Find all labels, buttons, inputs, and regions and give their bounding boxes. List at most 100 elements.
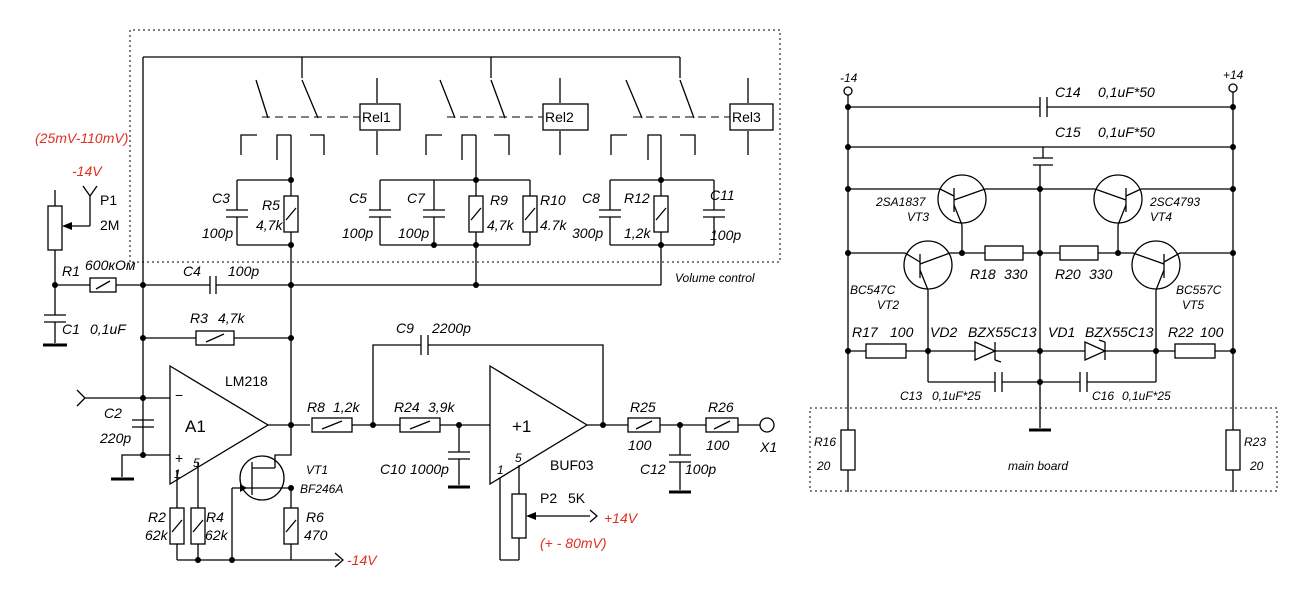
vt2-label: VT2 bbox=[877, 298, 899, 312]
relay-2-label: Rel2 bbox=[545, 109, 574, 125]
r9-value: 4,7k bbox=[487, 217, 514, 233]
a1-inverting: − bbox=[175, 387, 183, 403]
r12-value: 1,2k bbox=[624, 225, 651, 241]
r18-label: R18 bbox=[970, 266, 996, 282]
vt2-type: BC547C bbox=[850, 283, 896, 297]
c2-label: C2 bbox=[104, 405, 122, 421]
r23-label: R23 bbox=[1244, 435, 1266, 449]
a1-label: A1 bbox=[185, 417, 206, 436]
r2-value: 62k bbox=[145, 527, 169, 543]
feedback-network: C4 100p R3 4,7k bbox=[140, 57, 661, 455]
c1-label: C1 bbox=[62, 321, 80, 337]
r16-label: R16 bbox=[814, 435, 836, 449]
relay-1-label: Rel1 bbox=[362, 109, 391, 125]
power-supply-schematic: -14 +14 C14 0,1uF*50 C15 0,1uF*50 bbox=[809, 68, 1278, 492]
c12-value: 100p bbox=[685, 461, 716, 477]
c13-label: C13 bbox=[900, 389, 922, 403]
r5-value: 4,7k bbox=[256, 217, 283, 233]
c1-value: 0,1uF bbox=[90, 321, 127, 337]
c7-label: C7 bbox=[407, 190, 426, 206]
r6-label: R6 bbox=[306, 509, 324, 525]
vd2-label: VD2 bbox=[930, 324, 957, 340]
vd2-type: BZX55C13 bbox=[968, 324, 1037, 340]
output-terminal bbox=[759, 417, 775, 433]
opamp-a1: A1 LM218 − + 1 5 C2 220p R2 62k R4 62k bbox=[76, 364, 378, 568]
c14-label: C14 bbox=[1055, 84, 1081, 100]
vt1-type: BF246A bbox=[300, 482, 343, 496]
relay-switch-network: Rel1 Rel2 Rel3 bbox=[143, 56, 774, 180]
buffer-buf03: +1 BUF03 1 5 P2 5K +14V (+ - 80mV) bbox=[489, 364, 639, 561]
r12-label: R12 bbox=[624, 190, 650, 206]
main-board-box bbox=[809, 407, 1278, 492]
c16-label: C16 bbox=[1092, 389, 1114, 403]
r20-value: 330 bbox=[1089, 266, 1113, 282]
p2-supply: +14V bbox=[604, 510, 639, 526]
neg-supply-label: -14V bbox=[347, 552, 378, 568]
buf-pin1: 1 bbox=[497, 463, 504, 477]
r1-label: R1 bbox=[62, 263, 80, 279]
output-network: R25 100 R26 100 X1 C12 100p bbox=[627, 399, 777, 494]
p2-value: 5K bbox=[568, 490, 586, 506]
r8-value: 1,2k bbox=[333, 399, 360, 415]
a1-pin5: 5 bbox=[193, 456, 200, 470]
r18-value: 330 bbox=[1004, 266, 1028, 282]
x1-label: X1 bbox=[759, 439, 777, 455]
vt3-label: VT3 bbox=[907, 210, 929, 224]
r9-label: R9 bbox=[490, 192, 508, 208]
r2-label: R2 bbox=[148, 509, 166, 525]
main-board-label: main board bbox=[1008, 459, 1068, 473]
c2-value: 220p bbox=[99, 430, 131, 446]
vd1-type: BZX55C13 bbox=[1085, 324, 1154, 340]
r4-label: R4 bbox=[206, 509, 224, 525]
r5-label: R5 bbox=[262, 197, 280, 213]
p2-range: (+ - 80mV) bbox=[540, 535, 607, 551]
c5-value: 100p bbox=[342, 225, 373, 241]
vt5-type: BC557C bbox=[1176, 283, 1222, 297]
c15-label: C15 bbox=[1055, 124, 1081, 140]
r3-value: 4,7k bbox=[218, 310, 245, 326]
relay-3-coil bbox=[729, 103, 774, 131]
c13-value: 0,1uF*25 bbox=[932, 389, 981, 403]
c14-value: 0,1uF*50 bbox=[1098, 84, 1155, 100]
r10-label: R10 bbox=[540, 192, 566, 208]
p2-potentiometer bbox=[511, 493, 527, 539]
c9-value: 2200p bbox=[431, 320, 471, 336]
c9-label: C9 bbox=[396, 320, 414, 336]
c4-value: 100p bbox=[228, 263, 259, 279]
relay-1-coil bbox=[359, 103, 401, 131]
r8-label: R8 bbox=[307, 399, 325, 415]
r17-value: 100 bbox=[890, 324, 914, 340]
c3-value: 100p bbox=[202, 225, 233, 241]
c3-label: C3 bbox=[212, 190, 230, 206]
c10-label: C10 bbox=[380, 461, 406, 477]
p1-label: P1 bbox=[100, 192, 117, 208]
vt3-type: 2SA1837 bbox=[875, 195, 927, 209]
c7-value: 100p bbox=[398, 225, 429, 241]
a1-type: LM218 bbox=[225, 373, 268, 389]
vt3-transistor bbox=[937, 174, 987, 224]
r10-value: 4.7k bbox=[540, 217, 567, 233]
r25-value: 100 bbox=[628, 437, 652, 453]
p2-label: P2 bbox=[540, 490, 557, 506]
buf-label: +1 bbox=[512, 417, 531, 436]
vt4-label: VT4 bbox=[1150, 210, 1172, 224]
p1-potentiometer bbox=[47, 205, 63, 251]
r1-value: 600кОм bbox=[85, 257, 136, 273]
r24-value: 3,9k bbox=[428, 399, 455, 415]
buffer-input-network: R8 1,2k R24 3,9k C9 2200p C10 1000p bbox=[307, 320, 604, 489]
c10-value: 1000p bbox=[410, 461, 449, 477]
p1-range: (25mV-110mV) bbox=[35, 130, 128, 146]
vt5-label: VT5 bbox=[1182, 298, 1204, 312]
a1-noninverting: + bbox=[175, 450, 183, 466]
c15-value: 0,1uF*50 bbox=[1098, 124, 1155, 140]
rail-neg-label: -14 bbox=[840, 71, 858, 85]
relay-2-coil bbox=[542, 103, 589, 131]
r22-value: 100 bbox=[1200, 324, 1224, 340]
c11-value: 100p bbox=[710, 227, 741, 243]
p1-supply: -14V bbox=[72, 163, 103, 179]
r16-value: 20 bbox=[816, 459, 831, 473]
c5-label: C5 bbox=[349, 190, 367, 206]
vt2-transistor bbox=[903, 240, 953, 290]
volume-control-label: Volume control bbox=[675, 271, 755, 285]
